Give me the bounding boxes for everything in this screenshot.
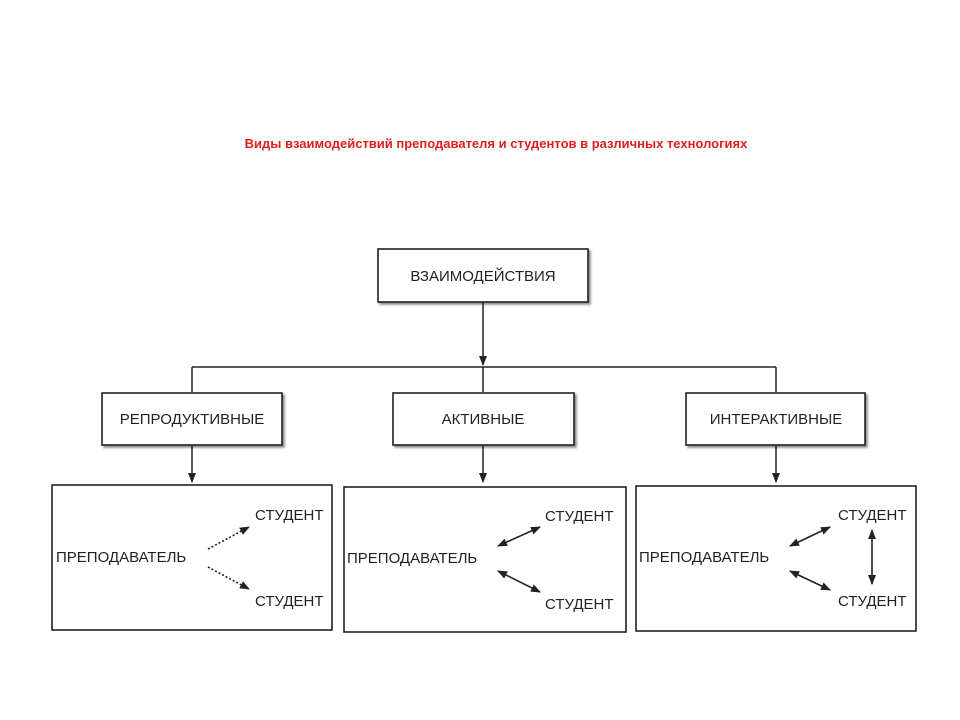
type-node-active: АКТИВНЫЕ — [392, 392, 575, 446]
student-top-label: СТУДЕНТ — [255, 507, 324, 524]
student-bottom-label: СТУДЕНТ — [255, 593, 324, 610]
teacher-label: ПРЕПОДАВАТЕЛЬ — [347, 550, 477, 567]
root-node: ВЗАИМОДЕЙСТВИЯ — [377, 248, 589, 303]
type-label-active: АКТИВНЫЕ — [442, 411, 525, 428]
detail-panel-active: ПРЕПОДАВАТЕЛЬ СТУДЕНТ СТУДЕНТ — [343, 486, 627, 633]
type-label-interactive: ИНТЕРАКТИВНЫЕ — [710, 411, 843, 428]
root-label: ВЗАИМОДЕЙСТВИЯ — [410, 267, 555, 285]
slide-title: Виды взаимодействий преподавателя и студ… — [244, 136, 748, 151]
detail-panel-interactive: ПРЕПОДАВАТЕЛЬ СТУДЕНТ СТУДЕНТ — [635, 485, 917, 632]
student-bottom-label: СТУДЕНТ — [545, 596, 614, 613]
bidir-arrow-top — [789, 526, 831, 547]
type-label-reproductive: РЕПРОДУКТИВНЫЕ — [120, 411, 264, 428]
type-node-reproductive: РЕПРОДУКТИВНЫЕ — [101, 392, 283, 446]
teacher-label: ПРЕПОДАВАТЕЛЬ — [56, 549, 186, 566]
detail-panel-reproductive: ПРЕПОДАВАТЕЛЬ СТУДЕНТ СТУДЕНТ — [51, 484, 333, 631]
connectors — [188, 302, 780, 483]
student-top-label: СТУДЕНТ — [838, 507, 907, 524]
student-top-label: СТУДЕНТ — [545, 508, 614, 525]
type-node-interactive: ИНТЕРАКТИВНЫЕ — [685, 392, 866, 446]
bidir-arrow-bottom — [789, 570, 831, 591]
teacher-label: ПРЕПОДАВАТЕЛЬ — [639, 549, 769, 566]
bidir-arrow-top — [497, 526, 541, 547]
student-bottom-label: СТУДЕНТ — [838, 593, 907, 610]
bidir-arrow-bottom — [497, 570, 541, 593]
